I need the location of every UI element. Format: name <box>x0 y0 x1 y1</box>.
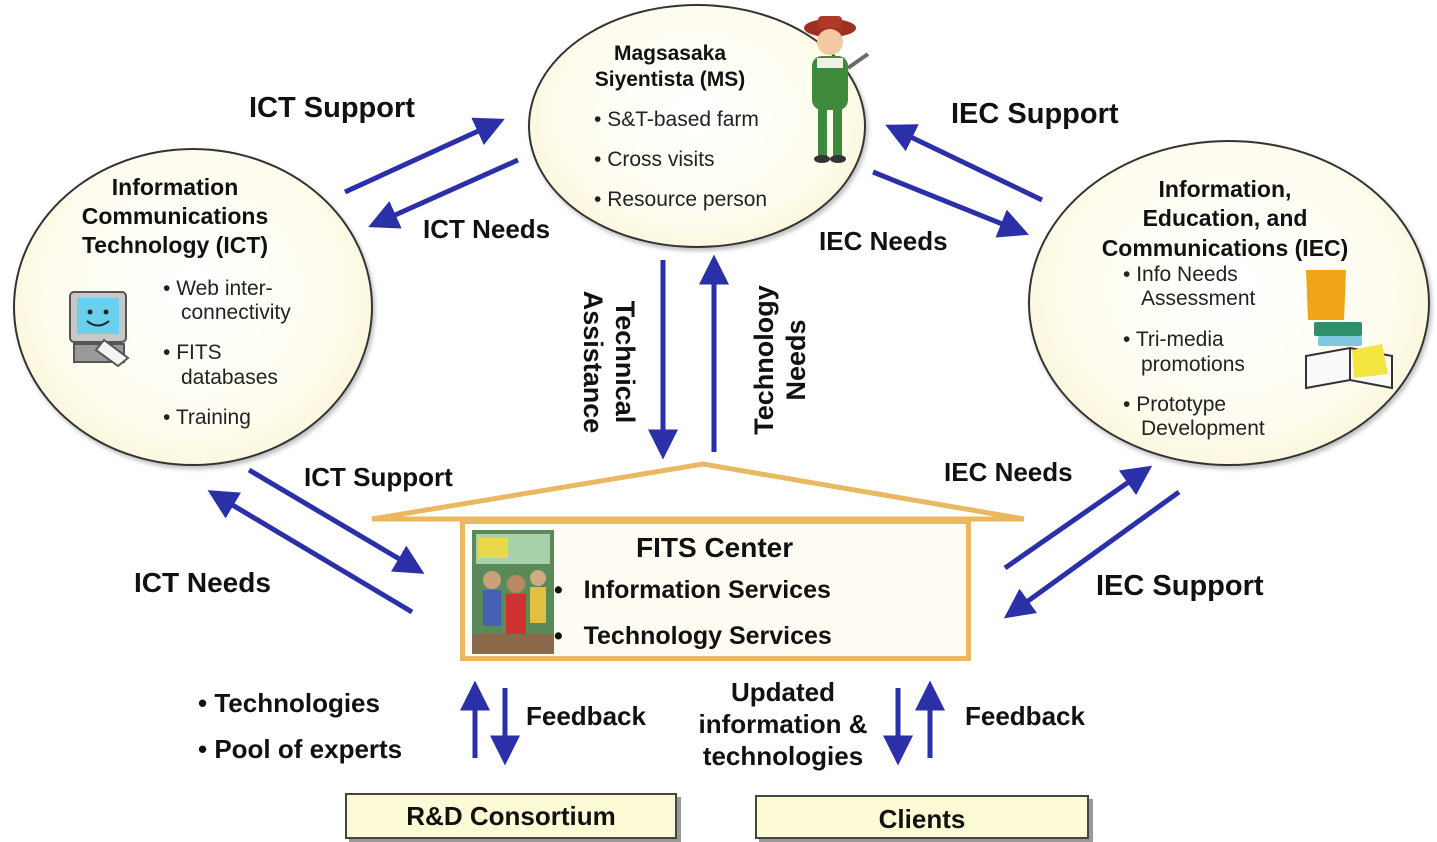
iec-title-2: Education, and <box>1142 205 1308 231</box>
ict-item-2: • FITS <box>163 341 222 364</box>
ms-item-1: • S&T-based farm <box>594 108 759 131</box>
arrow-ict-needs-bottom <box>207 490 414 615</box>
people-photo-icon <box>472 530 554 654</box>
arrow-ict-support-top <box>343 117 505 195</box>
arrow-iec-needs-bottom <box>1003 465 1153 571</box>
iec-item-3: • Prototype <box>1123 393 1227 416</box>
books-icon <box>1305 270 1393 390</box>
ict-title-1: Information <box>111 174 239 200</box>
ict-item-2b: databases <box>181 366 278 389</box>
fits-roof <box>371 461 1025 522</box>
clients-label: Clients <box>878 804 966 834</box>
iec-title-1: Information, <box>1158 176 1292 202</box>
label-iec-needs-bottom: IEC Needs <box>944 457 1073 487</box>
ict-item-1b: connectivity <box>181 301 291 324</box>
label-ict-needs-top: ICT Needs <box>423 214 551 244</box>
fits-title: FITS Center <box>636 532 794 563</box>
arrow-iec-support-bottom <box>1003 489 1181 619</box>
rd-consortium-box: R&D Consortium <box>345 793 677 839</box>
iec-item-2b: promotions <box>1141 353 1245 376</box>
ms-title-2: Siyentista (MS) <box>594 68 746 91</box>
label-ict-support-top: ICT Support <box>249 92 415 124</box>
clients-box: Clients <box>755 795 1089 839</box>
arrow-iec-support-top <box>885 124 1044 203</box>
arrow-iec-needs-top <box>872 169 1029 238</box>
label-ict-support-bottom: ICT Support <box>304 462 453 492</box>
iec-item-3b: Development <box>1141 417 1265 440</box>
arrow-ict-needs-top <box>368 157 520 229</box>
ms-item-2: • Cross visits <box>594 148 715 171</box>
label-feedback-left: Feedback <box>526 701 646 731</box>
fits-item-2: • Technology Services <box>554 622 832 650</box>
iec-ellipse <box>1028 140 1430 466</box>
fits-item-1: • Information Services <box>554 576 831 604</box>
iec-item-1: • Info Needs <box>1123 263 1238 286</box>
label-updated-info: Updated information & technologies <box>698 677 868 771</box>
ms-title-1: Magsasaka <box>613 42 727 65</box>
rd-item-technologies: • Technologies <box>198 688 380 718</box>
iec-item-2: • Tri-media <box>1123 328 1224 351</box>
label-iec-support-top: IEC Support <box>951 98 1119 130</box>
label-feedback-right: Feedback <box>965 701 1085 731</box>
iec-title-3: Communications (IEC) <box>1101 235 1349 261</box>
ict-title-3: Technology (ICT) <box>81 232 269 258</box>
label-iec-support-bottom: IEC Support <box>1096 570 1264 602</box>
ict-title-2: Communications <box>81 203 269 229</box>
label-iec-needs-top: IEC Needs <box>819 226 948 256</box>
label-technical-assistance: Technical Assistance <box>578 290 640 434</box>
ms-item-3: • Resource person <box>594 188 768 211</box>
computer-icon <box>69 291 130 368</box>
ms-ellipse <box>528 4 866 248</box>
rd-consortium-label: R&D Consortium <box>406 801 616 831</box>
label-technology-needs: Technology Needs <box>749 285 811 435</box>
ict-item-1: • Web inter- <box>163 277 273 300</box>
ict-item-3: • Training <box>163 406 251 429</box>
iec-item-1b: Assessment <box>1141 287 1256 310</box>
rd-item-pool-of-experts: • Pool of experts <box>198 734 403 764</box>
label-ict-needs-bottom: ICT Needs <box>134 567 271 598</box>
arrow-ict-support-bottom <box>247 467 425 574</box>
farmer-icon <box>804 16 870 163</box>
